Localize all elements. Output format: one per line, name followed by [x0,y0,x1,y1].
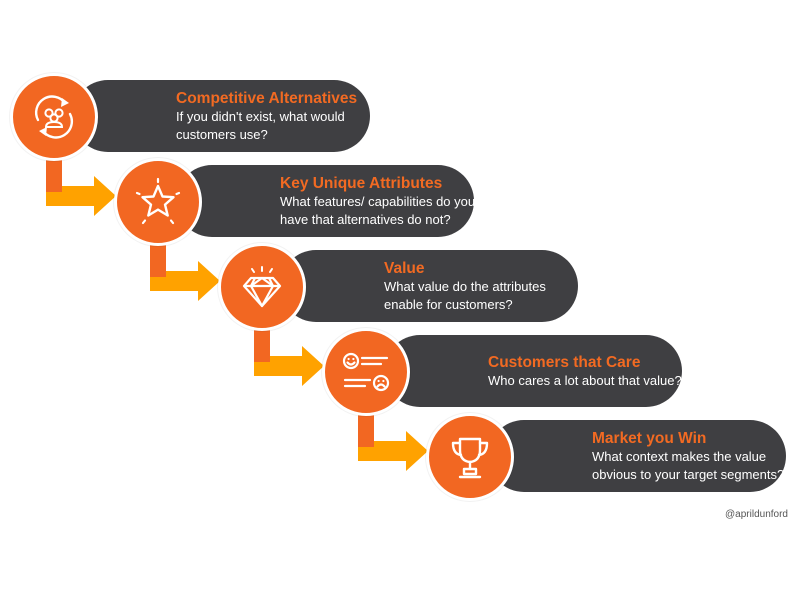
step-card-customers-that-care: Customers that Care Who cares a lot abou… [384,335,682,407]
step-icon-badge-3 [218,243,306,331]
step-title: Value [384,259,425,277]
step-description: What features/ capabilities do you have … [280,193,476,227]
step-icon-badge-5 [426,413,514,501]
step-card-market-you-win: Market you Win What context makes the va… [488,420,786,492]
step-title: Competitive Alternatives [176,89,358,107]
step-icon-badge-2 [114,158,202,246]
trophy-icon [451,437,489,479]
author-credit: @aprildunford [725,509,788,520]
step-description: Who cares a lot about that value? [488,372,682,388]
step-description: What value do the attributes enable for … [384,278,546,312]
step-card-competitive-alternatives: Competitive Alternatives If you didn't e… [72,80,370,152]
step-description: If you didn't exist, what would customer… [176,108,345,142]
step-description: What context makes the value obvious to … [592,448,785,482]
happy-sad-face-list-icon [342,352,390,392]
star-icon [135,177,181,225]
step-title: Key Unique Attributes [280,174,443,192]
step-card-value: Value What value do the attributes enabl… [280,250,578,322]
step-icon-badge-1 [10,73,98,161]
step-icon-badge-4 [322,328,410,416]
customers-cycle-icon [35,95,73,139]
step-card-key-unique-attributes: Key Unique Attributes What features/ cap… [176,165,475,237]
step-title: Customers that Care [488,353,641,371]
diamond-icon [242,266,282,308]
step-title: Market you Win [592,429,707,447]
